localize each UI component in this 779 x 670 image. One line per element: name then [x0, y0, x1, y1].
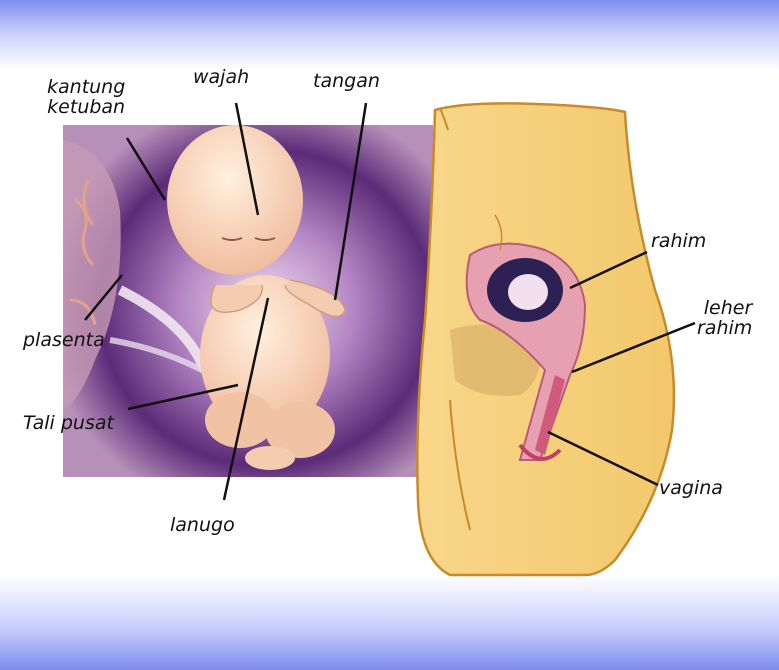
label-leher-line1: leher	[697, 298, 752, 318]
label-leher-line2: rahim	[697, 318, 752, 338]
label-kantung-line1: kantung	[47, 77, 125, 97]
label-vagina: vagina	[659, 478, 723, 498]
label-kantung-line2: ketuban	[47, 97, 125, 117]
label-lanugo: lanugo	[170, 515, 235, 535]
label-plasenta: plasenta	[23, 330, 105, 350]
fetus-illustration	[63, 125, 433, 477]
pregnant-body-illustration	[417, 103, 674, 575]
label-tangan: tangan	[313, 71, 380, 91]
label-kantung-ketuban: kantung ketuban	[47, 77, 125, 117]
label-tali-pusat: Tali pusat	[23, 413, 114, 433]
label-rahim: rahim	[651, 231, 706, 251]
label-wajah: wajah	[193, 67, 249, 87]
label-leher-rahim: leher rahim	[697, 298, 752, 338]
